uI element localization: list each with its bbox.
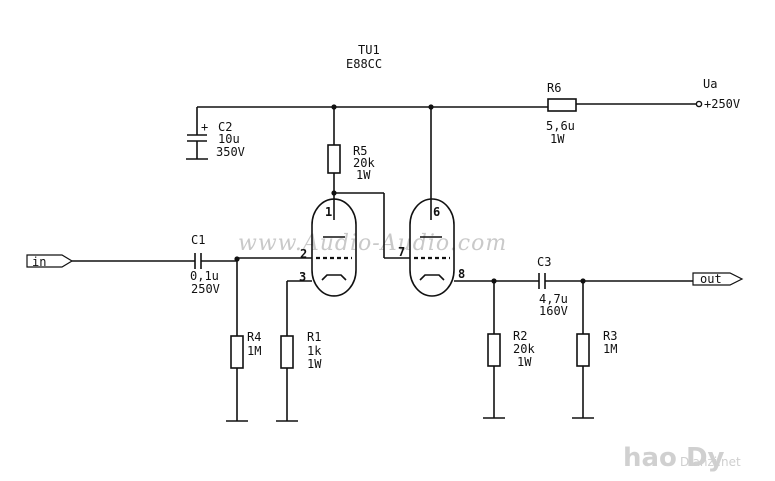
- supply-value: +250V: [704, 97, 740, 111]
- r5-ref: R5: [353, 144, 367, 158]
- output-port-label: out: [700, 272, 722, 286]
- output-port: [692, 272, 744, 286]
- supply-name: Ua: [703, 77, 717, 91]
- r2-ref: R2: [513, 329, 527, 343]
- r4-resistor: [230, 335, 244, 369]
- input-port: [26, 254, 74, 268]
- c2-polarity: +: [201, 120, 208, 134]
- input-port-label: in: [32, 255, 46, 269]
- r2-resistor: [487, 333, 501, 367]
- r1-resistor: [280, 335, 294, 369]
- c3-ref: C3: [537, 255, 551, 269]
- r6-value: 5,6u: [546, 119, 575, 133]
- triode-right-cathode: [419, 274, 445, 281]
- r4-ref: R4: [247, 330, 261, 344]
- c1-value: 0,1u: [190, 269, 219, 283]
- r3-value: 1M: [603, 342, 617, 356]
- c3-voltage: 160V: [539, 304, 568, 318]
- tube-ref-label: TU1: [358, 43, 380, 57]
- pin-7-label: 7: [398, 245, 405, 259]
- triode-right-envelope: [409, 198, 455, 297]
- c3-value: 4,7u: [539, 292, 568, 306]
- r5-power: 1W: [356, 168, 371, 182]
- brand-logo: hao Dy: [623, 443, 725, 473]
- r6-power: 1W: [550, 132, 565, 146]
- r6-resistor: [547, 98, 577, 112]
- r5-resistor: [327, 144, 341, 174]
- r2-value: 20k: [513, 342, 535, 356]
- pin-6-label: 6: [433, 205, 440, 219]
- r1-value: 1k: [307, 344, 322, 358]
- r3-ref: R3: [603, 329, 617, 343]
- pin-3-label: 3: [299, 270, 306, 284]
- r1-ref: R1: [307, 330, 321, 344]
- pin-8-label: 8: [458, 267, 465, 281]
- r3-resistor: [576, 333, 590, 367]
- supply-terminal: [695, 100, 703, 108]
- r1-power: 1W: [307, 357, 322, 371]
- r5-value: 20k: [353, 156, 375, 170]
- r6-ref: R6: [547, 81, 561, 95]
- pin-1-label: 1: [325, 205, 332, 219]
- tube-type-label: E88CC: [346, 57, 382, 71]
- c1-ref: C1: [191, 233, 205, 247]
- r2-power: 1W: [517, 355, 532, 369]
- triode-left-cathode: [321, 274, 347, 281]
- c2-value: 10u: [218, 132, 240, 146]
- c2-voltage: 350V: [216, 145, 245, 159]
- r4-value: 1M: [247, 344, 261, 358]
- watermark-text: www.Audio-Audio.com: [238, 231, 507, 256]
- c1-voltage: 250V: [191, 282, 220, 296]
- pin-2-label: 2: [300, 247, 307, 261]
- c2-ref: C2: [218, 120, 232, 134]
- triode-left-envelope: [311, 198, 357, 297]
- brand-site: Dianzi.net: [680, 455, 741, 469]
